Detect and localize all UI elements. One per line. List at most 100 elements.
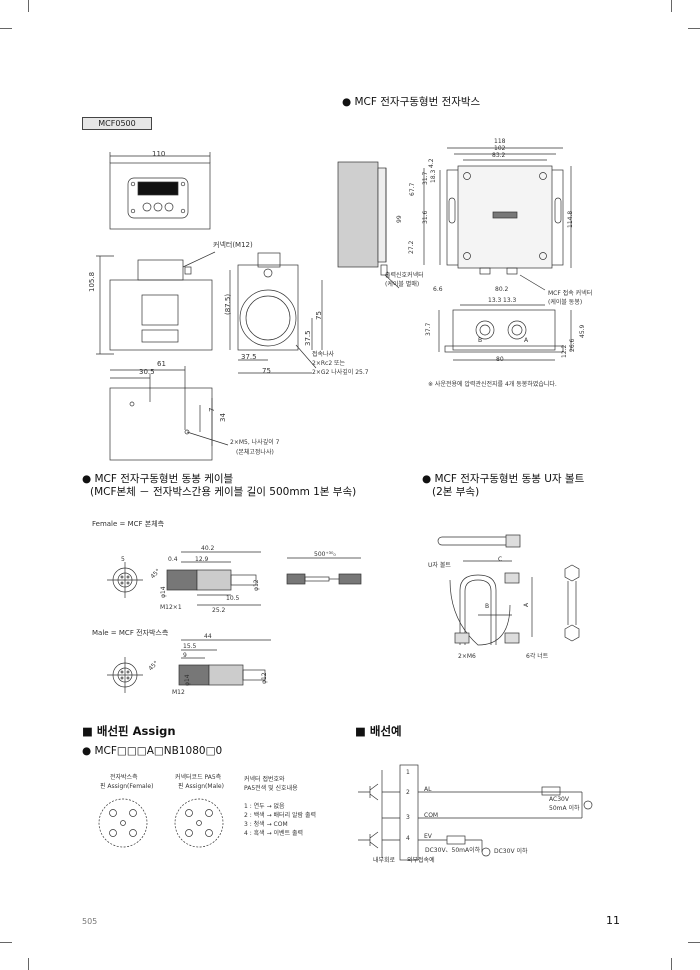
- dim-75-h: 75: [262, 367, 271, 375]
- pin-list-1: 1 : 연두 → 없음: [244, 803, 285, 810]
- assign-model: ● MCF□□□A□NB1080□0: [82, 745, 223, 757]
- ground-line-1: 접속나사: [312, 351, 335, 358]
- col2-line2: 핀 Assign(Male): [178, 783, 224, 790]
- ev-label: EV: [424, 833, 432, 840]
- cable-subtitle: (MCF본체 － 전자박스간용 케이블 길이 500mm 1본 부속): [90, 486, 357, 498]
- dim-80-2: 80.2: [495, 286, 509, 293]
- col1-line1: 전자박스측: [110, 774, 138, 781]
- col2-line1: 커넥터코드 PA5측: [175, 774, 222, 781]
- mcf-connector-2: (케이블 동봉): [548, 299, 583, 306]
- crop-mark: [688, 942, 700, 943]
- ubolt-m6: 2×M6: [458, 653, 476, 660]
- dim-12-2: 12.2: [561, 344, 568, 358]
- crop-mark: [28, 0, 29, 12]
- cable-drawing: [107, 551, 362, 693]
- dim-15-5: 15.5: [183, 643, 197, 650]
- right-note: ※ 사운전용에 압력관신전지를 4개 동봉하였습니다.: [428, 381, 557, 388]
- outer-connection: 외부접속예: [407, 857, 435, 864]
- col1-line2: 핀 Assign(Female): [100, 783, 154, 790]
- ubolt-drawing: [437, 534, 580, 646]
- male-label: Male = MCF 전자박스측: [92, 629, 169, 637]
- dim-31-6: 31.6: [422, 210, 429, 224]
- wiring-title: ■ 배선예: [355, 724, 402, 738]
- ubolt-c: C: [498, 556, 503, 563]
- female-label: Female = MCF 본체측: [92, 520, 165, 528]
- mount-line-1: 2×M5, 나사깊이 7: [230, 439, 280, 446]
- dim-87-5: (87.5): [224, 293, 232, 315]
- ubolt-nut: 6각 너트: [526, 653, 549, 660]
- ubolt-subtitle: (2본 부속): [432, 486, 480, 498]
- connector-label: 커넥터(M12): [213, 241, 253, 249]
- dim-37-7: 37.7: [425, 322, 432, 336]
- m12: M12: [172, 689, 185, 696]
- dim-102: 102: [494, 145, 506, 152]
- dim-12-9: 12.9: [195, 556, 209, 563]
- dim-500: 500⁺³⁰₀: [314, 551, 336, 558]
- com-label: COM: [424, 812, 439, 819]
- crop-mark: [0, 28, 12, 29]
- pin-list-4: 4 : 흑색 → 이벤트 출력: [244, 830, 304, 837]
- dia-12-b: φ12: [261, 672, 268, 684]
- dim-118: 118: [494, 138, 506, 145]
- dim-10-5: 10.5: [226, 595, 240, 602]
- dim-25-2: 25.2: [212, 607, 226, 614]
- ubolt-b: B: [485, 603, 490, 610]
- dim-9: 9: [183, 652, 187, 659]
- pin-assign-drawing: [98, 798, 224, 848]
- dim-6-6: 6.6: [433, 286, 443, 293]
- dim-37-5-h: 37.5: [241, 353, 257, 361]
- crop-mark: [28, 958, 29, 970]
- crop-mark: [671, 958, 672, 970]
- term-1: 1: [406, 769, 410, 776]
- top-right-title: ● MCF 전자구동형번 전자박스: [342, 96, 481, 108]
- m12x1: M12×1: [160, 604, 182, 611]
- dc-line-2: DC30V 이하: [494, 848, 528, 855]
- dim-0-4: 0.4: [168, 556, 178, 563]
- dim-34: 34: [219, 413, 227, 422]
- col3-line1: 커넥터 접번호와: [244, 776, 285, 783]
- dim-40-2: 40.2: [201, 545, 215, 552]
- dim-80: 80: [496, 356, 504, 363]
- out-connector-2: (케이블 별매): [385, 281, 420, 288]
- dim-7: 7: [208, 407, 216, 412]
- dim-30-5: 30.5: [139, 368, 155, 376]
- dim-83-2: 83.2: [492, 152, 506, 159]
- page-number: 11: [606, 914, 620, 927]
- dim-37-5-v: 37.5: [304, 330, 312, 346]
- dim-114-8: 114.8: [567, 210, 574, 228]
- model-box: MCF0500: [82, 117, 152, 130]
- term-4: 4: [406, 835, 410, 842]
- left-drawing: [96, 152, 323, 461]
- dim-26-6: 26.6: [569, 338, 576, 352]
- mount-line-2: (본체고정나사): [236, 449, 274, 456]
- right-drawing: [337, 147, 572, 361]
- ac-line-1: AC30V: [549, 796, 569, 803]
- ubolt-title: ● MCF 전자구동형번 동봉 U자 볼트: [422, 473, 585, 485]
- dim-13-3b: 13.3: [503, 297, 517, 304]
- port-label-b: B: [478, 337, 483, 344]
- dim-45-9: 45.9: [579, 324, 586, 338]
- dia-14-b: φ14: [184, 674, 191, 686]
- col3-line2: PA5전색 및 신호내용: [244, 785, 298, 792]
- cable-title: ● MCF 전자구동형번 동봉 케이블: [82, 473, 234, 485]
- footer-left: 505: [82, 917, 98, 926]
- wiring-diagram: [358, 764, 593, 861]
- dim-4-2: 4.2: [428, 158, 435, 168]
- crop-mark: [671, 0, 672, 12]
- dim-27-2: 27.2: [408, 240, 415, 254]
- pin-list-2: 2 : 백색 → 배터리 알람 출력: [244, 812, 316, 819]
- dim-13-3a: 13.3: [488, 297, 502, 304]
- term-2: 2: [406, 789, 410, 796]
- al-label: AL: [424, 786, 432, 793]
- inner-circuit: 내부회로: [373, 857, 396, 864]
- dim-99: 99: [396, 215, 403, 223]
- ground-line-3: 2×G2 나사깊이 25.7: [312, 369, 369, 376]
- dia-14: φ14: [160, 586, 167, 598]
- mcf-connector-1: MCF 접속 커넥터: [548, 290, 593, 297]
- dim-18-3: 18.3: [430, 169, 437, 183]
- dim-61: 61: [157, 360, 166, 368]
- dim-67-7: 67.7: [409, 182, 416, 196]
- dc-line-1: DC30V、50mA이하: [425, 847, 481, 854]
- term-3: 3: [406, 814, 410, 821]
- ground-line-2: 2×Rc2 또는: [312, 360, 346, 367]
